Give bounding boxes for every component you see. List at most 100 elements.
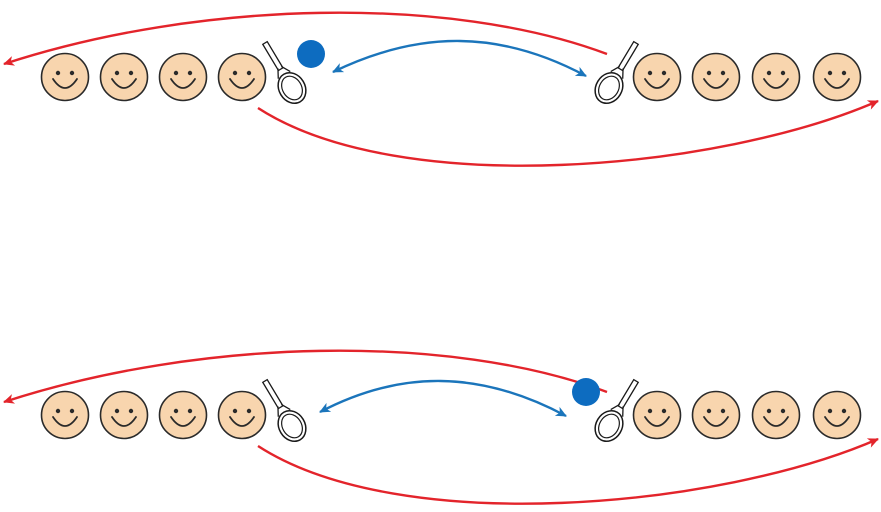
smile xyxy=(824,78,850,89)
smile xyxy=(229,78,255,89)
smiley-face-icon xyxy=(217,390,267,440)
rotation-arrow-top xyxy=(3,349,608,404)
face-outline xyxy=(217,52,267,102)
tennis-racket-icon xyxy=(261,40,307,105)
right-eye xyxy=(128,70,134,76)
left-eye xyxy=(173,70,179,76)
tennis-ball-icon xyxy=(297,40,325,68)
face-outline xyxy=(632,390,682,440)
smiley-face-icon xyxy=(99,52,149,102)
rotation-arrow-bottom xyxy=(257,99,879,167)
face-outline xyxy=(217,390,267,440)
smile xyxy=(111,416,137,427)
right-eye xyxy=(69,70,75,76)
smiley-face-icon xyxy=(40,390,90,440)
right-eye xyxy=(246,408,252,414)
racket-handle xyxy=(617,40,640,72)
racket-handle xyxy=(261,40,284,72)
right-eye xyxy=(841,408,847,414)
smiley-face-icon xyxy=(158,52,208,102)
smiley-face-icon xyxy=(751,390,801,440)
smile xyxy=(763,78,789,89)
left-eye xyxy=(232,408,238,414)
right-eye xyxy=(187,70,193,76)
right-eye xyxy=(780,408,786,414)
face-outline xyxy=(751,52,801,102)
tennis-racket-icon xyxy=(594,378,640,443)
face-outline xyxy=(40,52,90,102)
smile xyxy=(170,416,196,427)
row-bottom xyxy=(3,349,879,505)
right-eye xyxy=(69,408,75,414)
smile xyxy=(52,78,78,89)
face-outline xyxy=(691,390,741,440)
left-eye xyxy=(173,408,179,414)
right-eye xyxy=(841,70,847,76)
left-eye xyxy=(647,408,653,414)
row-top xyxy=(3,11,879,167)
left-eye xyxy=(647,70,653,76)
smile xyxy=(763,416,789,427)
rally-arrow xyxy=(332,39,587,78)
rally-arrow xyxy=(319,379,567,418)
face-outline xyxy=(158,52,208,102)
racket-strings xyxy=(281,413,303,439)
smiley-face-icon xyxy=(632,390,682,440)
racket-throat xyxy=(277,65,291,79)
smile xyxy=(52,416,78,427)
left-eye xyxy=(114,408,120,414)
smiley-face-icon xyxy=(217,52,267,102)
face-outline xyxy=(812,52,862,102)
left-eye xyxy=(55,408,61,414)
rotation-arrow-bottom xyxy=(257,437,879,505)
face-outline xyxy=(812,390,862,440)
racket-body xyxy=(594,40,640,105)
face-outline xyxy=(158,390,208,440)
racket-strings xyxy=(281,75,303,101)
right-eye xyxy=(187,408,193,414)
tennis-racket-icon xyxy=(594,40,640,105)
smile xyxy=(644,78,670,89)
racket-body xyxy=(261,40,307,105)
smile xyxy=(824,416,850,427)
racket-head xyxy=(594,71,624,105)
face-outline xyxy=(751,390,801,440)
racket-head xyxy=(277,409,307,443)
racket-throat xyxy=(277,403,291,417)
right-eye xyxy=(246,70,252,76)
face-outline xyxy=(40,390,90,440)
left-eye xyxy=(706,70,712,76)
racket-body xyxy=(594,378,640,443)
right-eye xyxy=(720,408,726,414)
smiley-face-icon xyxy=(812,52,862,102)
left-eye xyxy=(55,70,61,76)
right-eye xyxy=(720,70,726,76)
left-eye xyxy=(827,70,833,76)
smiley-face-icon xyxy=(691,390,741,440)
right-eye xyxy=(128,408,134,414)
smiley-face-icon xyxy=(40,52,90,102)
left-eye xyxy=(114,70,120,76)
racket-throat xyxy=(610,65,624,79)
rotation-arrow-top xyxy=(3,11,608,66)
smiley-face-icon xyxy=(632,52,682,102)
smiley-face-icon xyxy=(691,52,741,102)
face-outline xyxy=(632,52,682,102)
face-outline xyxy=(691,52,741,102)
face-outline xyxy=(99,52,149,102)
smile xyxy=(111,78,137,89)
racket-strings xyxy=(598,413,620,439)
left-eye xyxy=(827,408,833,414)
left-eye xyxy=(706,408,712,414)
smile xyxy=(703,78,729,89)
racket-throat xyxy=(610,403,624,417)
racket-head xyxy=(277,71,307,105)
tennis-racket-icon xyxy=(261,378,307,443)
smile xyxy=(703,416,729,427)
smiley-face-icon xyxy=(158,390,208,440)
face-outline xyxy=(99,390,149,440)
smile xyxy=(170,78,196,89)
smiley-face-icon xyxy=(812,390,862,440)
left-eye xyxy=(766,408,772,414)
